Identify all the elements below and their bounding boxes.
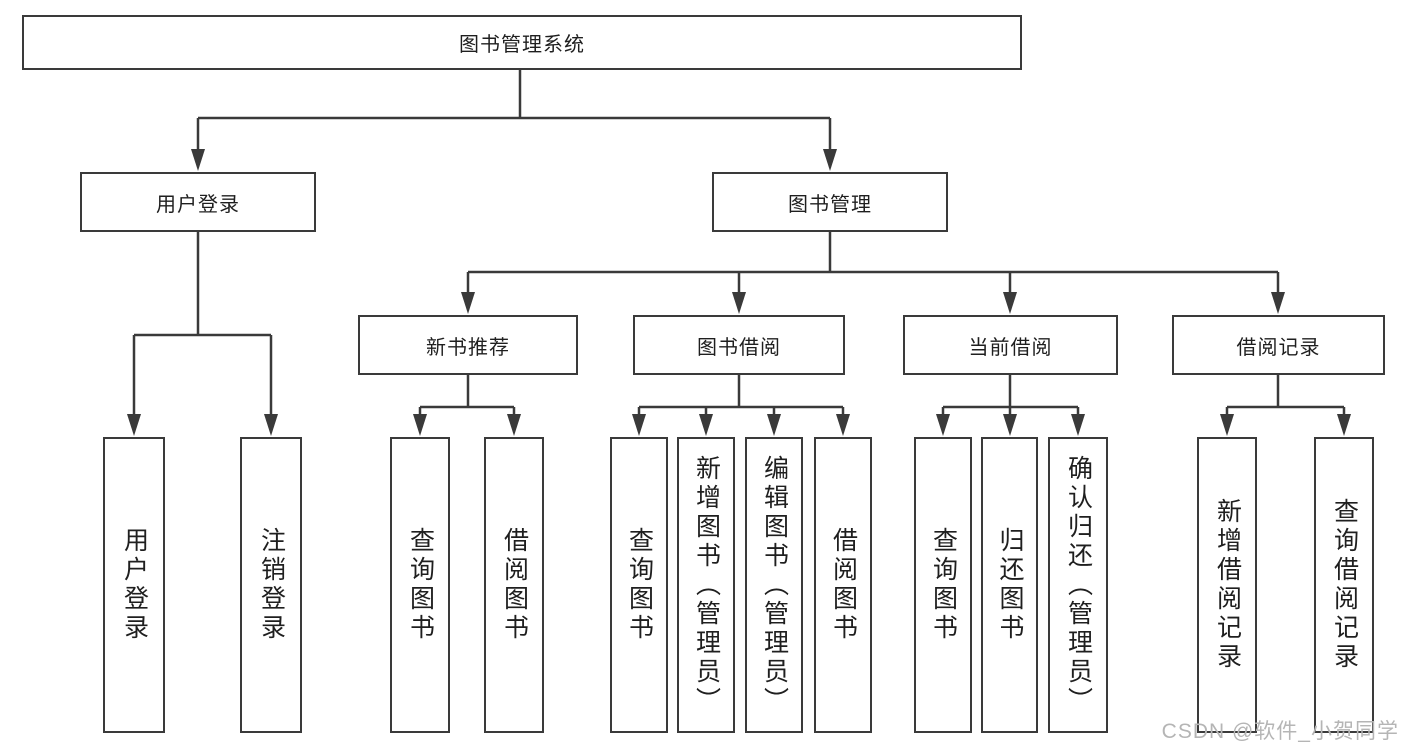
leaf-borrow-books-1: 借阅图书 (484, 437, 544, 733)
node-current-borrow: 当前借阅 (903, 315, 1118, 375)
node-library-management-system: 图书管理系统 (22, 15, 1022, 70)
leaf-query-books-1: 查询图书 (390, 437, 450, 733)
node-user-login: 用户登录 (80, 172, 316, 232)
leaf-logout: 注销登录 (240, 437, 302, 733)
leaf-borrow-books-2: 借阅图书 (814, 437, 872, 733)
leaf-query-books-3: 查询图书 (914, 437, 972, 733)
csdn-watermark: CSDN @软件_小贺同学 (1161, 720, 1399, 743)
leaf-add-borrow-record: 新增借阅记录 (1197, 437, 1257, 733)
node-book-borrow: 图书借阅 (633, 315, 845, 375)
node-book-management: 图书管理 (712, 172, 948, 232)
node-borrow-record: 借阅记录 (1172, 315, 1385, 375)
leaf-add-books-admin: 新增图书（管理员） (677, 437, 735, 733)
node-new-book-recommend: 新书推荐 (358, 315, 578, 375)
leaf-query-borrow-record: 查询借阅记录 (1314, 437, 1374, 733)
leaf-query-books-2: 查询图书 (610, 437, 668, 733)
leaf-user-login: 用户登录 (103, 437, 165, 733)
leaf-return-books: 归还图书 (981, 437, 1038, 733)
leaf-confirm-return-admin: 确认归还（管理员） (1048, 437, 1108, 733)
leaf-edit-books-admin: 编辑图书（管理员） (745, 437, 803, 733)
